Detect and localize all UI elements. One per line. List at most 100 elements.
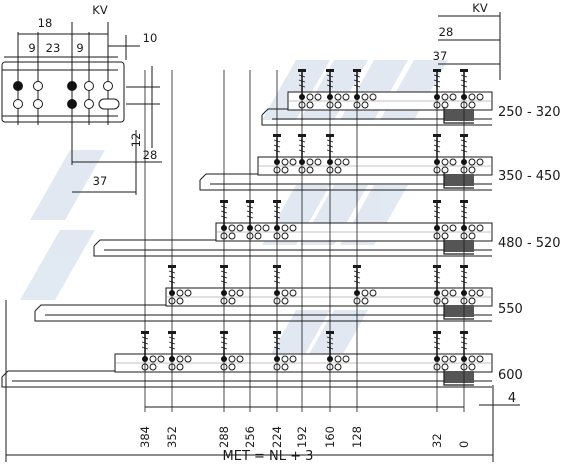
hole-open (281, 232, 289, 240)
hole-open (334, 101, 342, 109)
hole-detail-view (1, 22, 162, 195)
detail-hole (33, 99, 43, 109)
hole-open (361, 101, 369, 109)
total-length-label: MET = NL + 3 (223, 449, 314, 464)
detail-hole (67, 99, 77, 109)
hole-open (254, 232, 262, 240)
hole-open (369, 93, 377, 101)
slide-row (199, 134, 493, 191)
hole-open (441, 363, 449, 371)
hole-open (289, 158, 297, 166)
position-label: 384 (138, 426, 152, 448)
hole-open (157, 355, 165, 363)
hole-open (449, 93, 457, 101)
dim-23-label: 23 (46, 41, 61, 55)
detail-hole (103, 81, 113, 91)
hole-open (236, 224, 244, 232)
hole-open (441, 355, 449, 363)
hole-open (176, 289, 184, 297)
detail-hole (67, 81, 77, 91)
hole-open (441, 297, 449, 305)
rear-bracket (444, 371, 474, 383)
hole-open (441, 158, 449, 166)
slide-row (34, 265, 493, 322)
drawer-slides (1, 69, 493, 388)
hole-open (449, 224, 457, 232)
hole-open (468, 355, 476, 363)
hole-open (334, 158, 342, 166)
hole-open (314, 93, 322, 101)
slide-row (93, 200, 493, 257)
detail-hole (33, 81, 43, 91)
hole-open (449, 158, 457, 166)
hole-open (281, 355, 289, 363)
hole-open (254, 224, 262, 232)
position-label: 0 (457, 441, 471, 448)
hole-open (449, 355, 457, 363)
hole-open (342, 158, 350, 166)
hole-open (342, 355, 350, 363)
rear-bracket (444, 305, 474, 317)
hole-open (149, 355, 157, 363)
drawer-runner (1, 370, 492, 388)
position-label: 128 (350, 426, 364, 448)
hole-open (281, 158, 289, 166)
position-label: 160 (323, 426, 337, 448)
detail-hole (84, 99, 94, 109)
hole-open (361, 297, 369, 305)
hole-open (441, 166, 449, 174)
size-label-250-320: 250 - 320 (498, 105, 561, 120)
dim-28-label: 28 (143, 148, 158, 162)
hole-open (262, 224, 270, 232)
hole-open (281, 363, 289, 371)
hole-open (176, 363, 184, 371)
rear-bracket (444, 174, 474, 186)
hole-open (228, 297, 236, 305)
hole-open (306, 101, 314, 109)
rear-bracket (444, 240, 474, 252)
size-label-480-520: 480 - 520 (498, 236, 561, 251)
dim-kv-label: KV (92, 3, 108, 17)
hole-open (306, 166, 314, 174)
hole-open (468, 101, 476, 109)
drawer-runner (34, 304, 492, 322)
hole-open (441, 224, 449, 232)
hole-open (228, 363, 236, 371)
position-label: 288 (217, 426, 231, 448)
hole-open (468, 158, 476, 166)
detail-hole (84, 81, 94, 91)
hole-open (228, 355, 236, 363)
hole-open (184, 289, 192, 297)
hole-open (468, 232, 476, 240)
dim-18-label: 18 (38, 16, 53, 30)
hole-open (289, 289, 297, 297)
dim-37-label: 37 (93, 174, 108, 188)
detail-labels: 18 KV 9 23 9 10 12 28 37 (28, 3, 157, 188)
slide-row (261, 69, 493, 126)
hole-open (468, 289, 476, 297)
size-label-600: 600 (498, 368, 523, 383)
hole-open (334, 93, 342, 101)
hole-open (441, 232, 449, 240)
hole-open (361, 93, 369, 101)
hole-open (228, 232, 236, 240)
hole-open (468, 363, 476, 371)
hole-open (334, 355, 342, 363)
position-label: 352 (165, 426, 179, 448)
right-header-dims (438, 12, 501, 80)
hole-open (289, 224, 297, 232)
hole-open (449, 289, 457, 297)
position-label: 32 (430, 433, 444, 448)
hole-open (281, 166, 289, 174)
detail-hole (13, 99, 23, 109)
detail-slot (98, 98, 120, 110)
dim-10-label: 10 (143, 31, 158, 45)
hole-open (468, 166, 476, 174)
size-label-550: 550 (498, 302, 523, 317)
hole-open (476, 355, 484, 363)
hole-open (306, 93, 314, 101)
hole-open (476, 93, 484, 101)
detail-plate (1, 61, 125, 123)
hole-open (289, 355, 297, 363)
